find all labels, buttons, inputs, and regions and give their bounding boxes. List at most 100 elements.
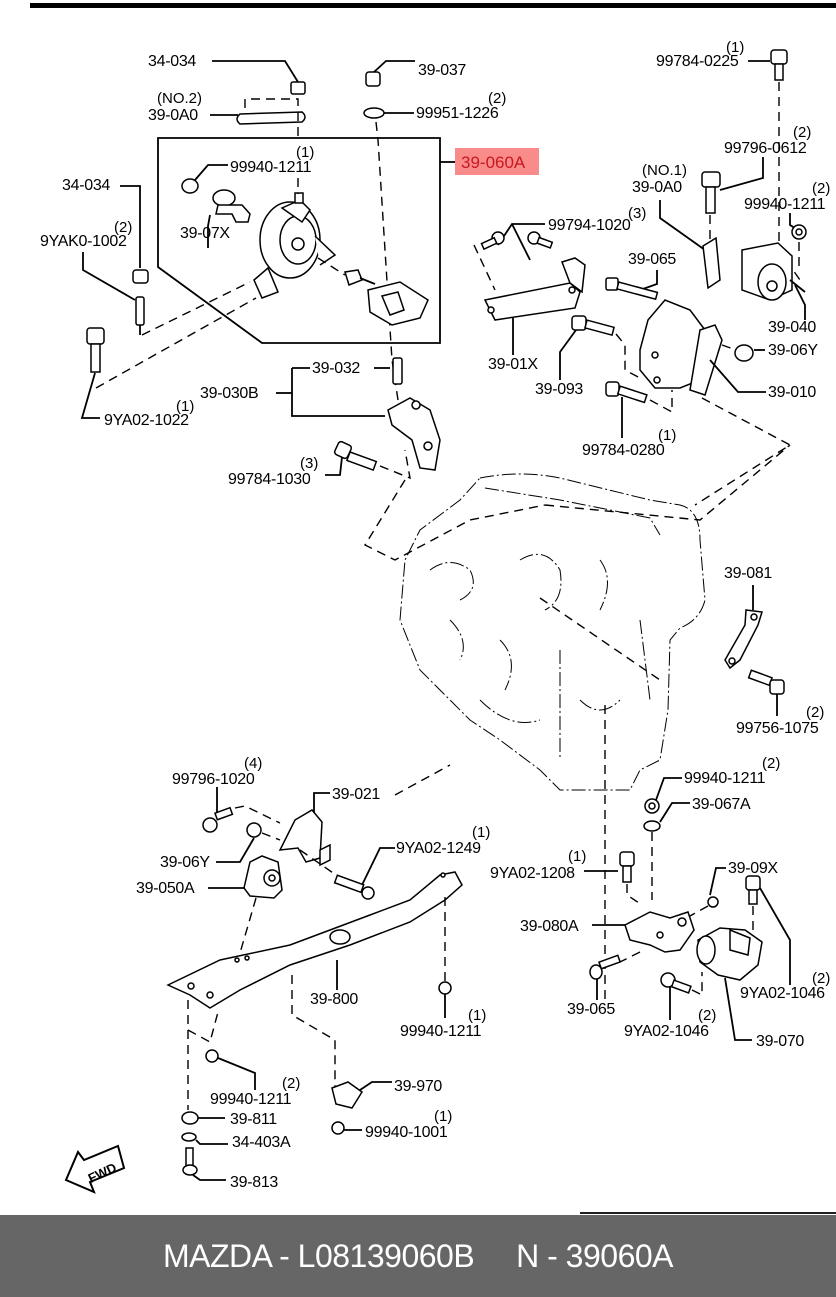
qty-9ya02-1046-a: (2): [812, 970, 830, 987]
dashed-leader: [615, 333, 641, 379]
label-39-081: 39-081: [724, 565, 772, 582]
dashed-leader: [473, 244, 496, 291]
label-39-050A: 39-050A: [136, 880, 195, 897]
label-39-970: 39-970: [394, 1078, 442, 1095]
label-39-080A: 39-080A: [520, 918, 579, 935]
washer-34-403A: [181, 1132, 228, 1145]
dashed-leader: [291, 975, 336, 1090]
label-34-034: 34-034: [148, 53, 196, 70]
bolt-99796-0612: [701, 171, 721, 214]
highlight-label-39-060A[interactable]: 39-060A: [455, 148, 539, 175]
mount-39-070[interactable]: [696, 927, 763, 981]
bolt-39-065-bottom: [589, 954, 622, 1000]
nut-99940-1211-br: [438, 981, 452, 1018]
qty-99940-bl: (2): [282, 1075, 300, 1092]
label-99951-1226: 99951-1226: [416, 105, 499, 122]
bolt-39-065: [605, 277, 659, 301]
dashed-leader: [234, 805, 281, 824]
bolt-9YA02-1046-bottom: [660, 972, 692, 1020]
label-39-067A: 39-067A: [692, 796, 751, 813]
nut-99940-1211-bl: [205, 1049, 256, 1090]
bolt-99756-1075: [747, 669, 785, 716]
bracket-39-080A[interactable]: [624, 911, 695, 953]
label-no2: (NO.2): [157, 90, 202, 107]
mount-39-040[interactable]: [741, 242, 806, 301]
bracket-39-021[interactable]: [278, 809, 331, 867]
dashed-leader: [544, 444, 791, 521]
dashed-leader: [95, 297, 257, 389]
qty-99756: (2): [806, 704, 824, 721]
bolts-99794-1020: [480, 231, 554, 251]
dashed-leader: [691, 972, 703, 997]
qty-99940-box: (1): [296, 144, 314, 161]
label-99796-1020: 99796-1020: [172, 771, 255, 788]
qty-99784-1030: (3): [300, 455, 318, 472]
leader-line: [709, 359, 766, 393]
assembly-box-outline: [157, 137, 441, 344]
qty-99794: (3): [628, 205, 646, 222]
qty-99796-0612: (2): [793, 124, 811, 141]
leader-line: [639, 270, 658, 291]
nut-99940-1001: [331, 1121, 362, 1135]
label-39-813: 39-813: [230, 1174, 278, 1191]
bracket-39-010[interactable]: [639, 299, 723, 396]
leader-line: [511, 223, 531, 261]
label-9YA02-1208: 9YA02-1208: [490, 865, 575, 882]
dashed-leader: [317, 257, 346, 276]
nut-39-811: [181, 1111, 225, 1125]
label-39-010: 39-010: [768, 384, 816, 401]
cap-39-06Y-top: [734, 344, 765, 362]
bolt-9YA02-1208: [619, 851, 635, 883]
mount-39-050A[interactable]: [243, 855, 283, 899]
label-39-030B: 39-030B: [200, 385, 258, 402]
label-99940-1211-br: 99940-1211: [400, 1023, 482, 1040]
label-99794-1020: 99794-1020: [548, 217, 631, 234]
leader-line: [719, 157, 764, 191]
label-39-065-top: 39-065: [628, 251, 676, 268]
label-39-065-bottom: 39-065: [567, 1001, 615, 1018]
dashed-leader: [237, 897, 257, 961]
label-9YA02-1046-bottom: 9YA02-1046: [624, 1023, 709, 1040]
label-39-070: 39-070: [756, 1033, 804, 1050]
damper-39-970: [331, 1081, 392, 1109]
label-39-01X: 39-01X: [488, 356, 538, 373]
crossmember-39-800[interactable]: [166, 871, 463, 1009]
dashed-leader: [619, 951, 641, 963]
highlight-label: 39-060A: [461, 153, 526, 172]
engine-mount-diagram: 39-060A 34-034 (NO.2) 39-0A0 39-037 (2) …: [30, 3, 836, 1214]
label-99796-0612: 99796-0612: [724, 140, 807, 157]
label-39-0A0-no1: 39-0A0: [632, 179, 682, 196]
dashed-leader: [694, 397, 792, 506]
bolt-39-093: [559, 315, 615, 380]
qty-99784-0225: (1): [726, 39, 744, 56]
qty-99784-0280: (1): [658, 427, 676, 444]
link-39-081[interactable]: [724, 609, 763, 670]
clip-39-09X: [707, 896, 719, 908]
leader-line: [659, 802, 690, 823]
dashed-leader: [187, 1011, 219, 1044]
nut-99940-1211: [181, 164, 228, 194]
fwd-arrow-icon: FWD: [64, 1144, 126, 1194]
dashed-leader: [626, 884, 643, 906]
label-39-06Y-bottom: 39-06Y: [160, 854, 210, 871]
dashed-leader: [261, 832, 281, 841]
dashed-leader: [689, 905, 709, 917]
qty-9ya02-1208: (1): [568, 848, 586, 865]
label-99784-1030: 99784-1030: [228, 471, 311, 488]
bolt-99784-0280: [605, 381, 648, 438]
dashed-leader: [141, 281, 251, 336]
dashed-leader: [394, 764, 451, 796]
bolt-9YA02-1022: [80, 327, 105, 419]
label-39-032: 39-032: [312, 360, 360, 377]
nut-39-037: [365, 60, 415, 87]
leader-line: [655, 777, 682, 801]
qty-99940-1001: (1): [434, 1108, 452, 1125]
bracket-39-030B[interactable]: [387, 397, 441, 471]
dashed-leader: [379, 449, 411, 480]
label-no1: (NO.1): [642, 162, 687, 179]
label-99940-1211-box: 99940-1211: [230, 159, 312, 176]
dashed-leader: [721, 344, 737, 351]
mount-39-060A[interactable]: [253, 192, 337, 299]
bracket-39-01X[interactable]: [483, 257, 586, 321]
bolt-99796-1020: [202, 806, 234, 833]
